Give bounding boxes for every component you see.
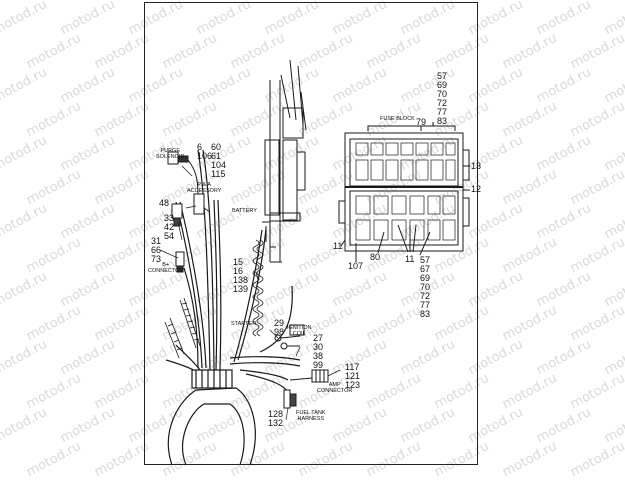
callout-number: 33 [164,213,175,223]
callout-number: 77 [420,300,431,310]
leader-lines [159,165,341,421]
p-a-accessory-label: P & A ACCESSORY [187,182,222,194]
callout-number: 38 [313,351,324,361]
callout-number: 57 [420,255,431,265]
fuel-tank-harness-label: FUEL TANK HARNESS [296,410,326,422]
callout-number: 27 [313,333,324,343]
callout-80: 80 [370,253,380,262]
callout-number: 42 [164,222,175,232]
callout-number: 69 [420,273,431,283]
callout-number: 99 [313,360,324,370]
callout-number: 57 [437,71,448,81]
starter-terminals [274,334,301,350]
callout-number: 80 [370,252,381,262]
callout-number: 12 [471,184,482,194]
callout-number: 132 [268,418,284,428]
callout-48: 48 [159,199,169,208]
callout-number: 60 [211,142,222,152]
callout-number: 48 [159,198,170,208]
callout-number: 73 [151,254,162,264]
callout-number: 69 [437,80,448,90]
fuel-tank-harness-shape [283,389,297,409]
callout-number: 104 [211,160,227,170]
frame-outline [167,369,256,466]
callout-number: 115 [211,169,226,179]
callout-11-mid: 11 [405,255,414,264]
callout-number: 117 [345,362,360,372]
b-plus-connector-label: B+ CONNECTOR [148,262,184,274]
electrical-bracket [262,59,307,263]
battery-label: BATTERY [232,208,257,214]
wiring-diagram-drawing [159,59,470,466]
amp-connector-shape [289,369,329,383]
callout-79: 79 [416,118,426,127]
callout-number: 11 [333,241,343,251]
callout-number: 67 [420,264,431,274]
callout-number: 83 [420,309,431,319]
callout-number: 29 [274,318,285,328]
accessory-connector [193,193,211,215]
callout-number: 83 [437,116,448,126]
callout-number: 6 [197,142,203,152]
callout-number: 16 [233,266,244,276]
ignition-coil-connector [289,324,305,336]
callout-number: 70 [437,89,448,99]
callout-number: 11 [405,254,415,264]
starter-label: STARTER [231,321,257,327]
fuse-block [338,122,470,262]
callout-number: 31 [151,236,162,246]
callout-11-left: 11 [333,242,342,251]
callout-number: 107 [348,261,364,271]
connector-48 [171,203,183,227]
convoluted-loom [164,297,201,359]
callout-number: 139 [233,284,249,294]
callout-number: 123 [345,380,361,390]
callout-107: 107 [348,262,363,271]
callout-number: 79 [416,117,427,127]
callout-number: 54 [164,231,175,241]
callout-number: 13 [471,161,482,171]
callout-number: 72 [437,98,448,108]
diagram-frame [144,2,478,465]
main-harness [165,149,301,393]
amp-connector-label: AMP CONNECTOR [317,382,353,394]
callout-number: 66 [151,245,162,255]
purge-solenoid-connector [167,151,199,196]
callout-number: 121 [345,371,361,381]
callout-13: 13 [471,162,481,171]
callout-number: 61 [211,151,222,161]
purge-solenoid-label: PURGE SOLENOID [156,148,185,160]
callout-number: 72 [420,291,431,301]
b-plus-connector-shape [175,251,185,273]
battery-cable [252,239,264,337]
callout-number: 98 [274,327,285,337]
callout-number: 15 [233,257,244,267]
callout-number: 128 [268,409,284,419]
fuse-block-label: FUSE BLOCK [380,116,415,122]
callout-12: 12 [471,185,481,194]
callout-number: 106 [197,151,213,161]
callout-number: 138 [233,275,249,285]
ignition-coil-label: IGNITION COIL [287,325,312,337]
callout-number: 77 [437,107,448,117]
callout-number: 30 [313,342,324,352]
callout-number: 70 [420,282,431,292]
